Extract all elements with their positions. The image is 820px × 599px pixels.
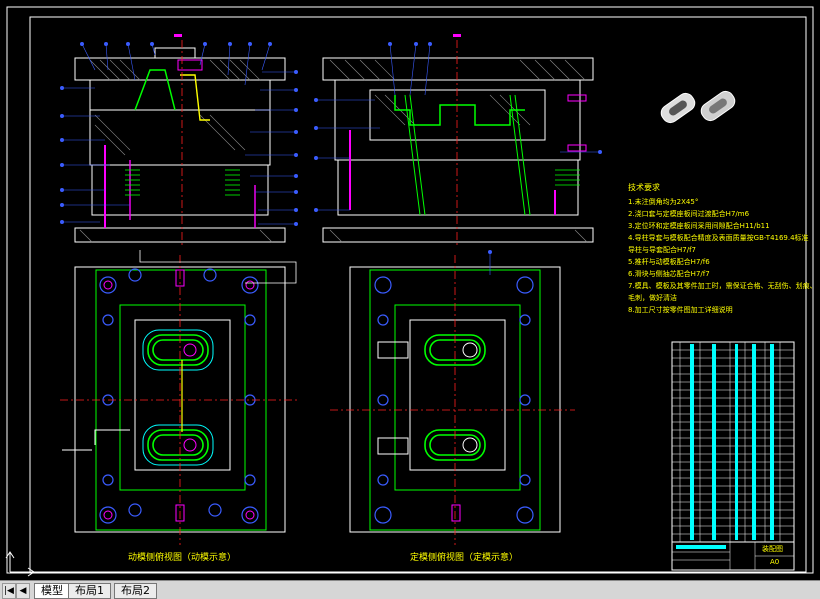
title-block-name: 装配图 (762, 545, 783, 553)
tech-req-line: 3.定位环和定模座板间采用间隙配合H11/b11 (628, 222, 770, 230)
sheet-outer-border (6, 6, 814, 574)
tech-req-line: 4.导柱导套与模板配合精度及表面质量按GB-T4169.4标准 (628, 234, 809, 242)
right-section-view (314, 34, 602, 245)
tech-req-line: 毛刺，做好清洁 (628, 294, 677, 302)
sheet-size: A0 (770, 558, 780, 566)
right-view-caption: 定模侧俯视图（定模示意） (410, 553, 519, 563)
tab-first-icon[interactable]: |◀ (2, 583, 16, 599)
left-section-view (60, 34, 298, 245)
tab-prev-icon[interactable]: ◀ (16, 583, 30, 599)
tech-req-line: 2.浇口套与定模座板间过渡配合H7/m6 (628, 210, 750, 218)
right-plan-view (330, 250, 575, 545)
tab-layout2[interactable]: 布局2 (114, 583, 157, 599)
tech-req-line: 7.模具、模板及其零件加工时，需保证合格、无刮伤、划痕、 (628, 282, 817, 290)
ucs-icon (5, 551, 35, 577)
left-view-caption: 动模侧俯视图（动模示意） (128, 553, 237, 563)
part-isometric-images (660, 90, 736, 124)
title-block (671, 541, 795, 571)
tech-req-line: 6.滑块与侧抽芯配合H7/f7 (628, 270, 710, 278)
tech-req-line: 8.加工尺寸按零件图加工详细说明 (628, 306, 733, 314)
tab-model[interactable]: 模型 (34, 583, 70, 599)
left-plan-view (60, 250, 300, 545)
drawing-canvas[interactable]: 动模侧俯视图（动模示意） 定模侧俯视图（定模示意） 技术要求 1.未注倒角均为2… (0, 0, 820, 580)
tech-req-line: 5.推杆与动模板配合H7/f6 (628, 258, 710, 266)
parts-list-table (671, 341, 795, 543)
cad-drawing (5, 6, 814, 577)
tab-layout1[interactable]: 布局1 (68, 583, 111, 599)
tech-req-title: 技术要求 (628, 183, 660, 192)
tech-req-line: 1.未注倒角均为2X45° (628, 198, 699, 206)
layout-tab-bar: |◀ ◀ 模型 布局1 布局2 (0, 580, 820, 599)
technical-requirements: 技术要求 1.未注倒角均为2X45° 2.浇口套与定模座板间过渡配合H7/m6 … (628, 182, 817, 316)
sheet-inner-border (29, 16, 807, 573)
tech-req-line: 导柱与导套配合H7/f7 (628, 246, 696, 254)
